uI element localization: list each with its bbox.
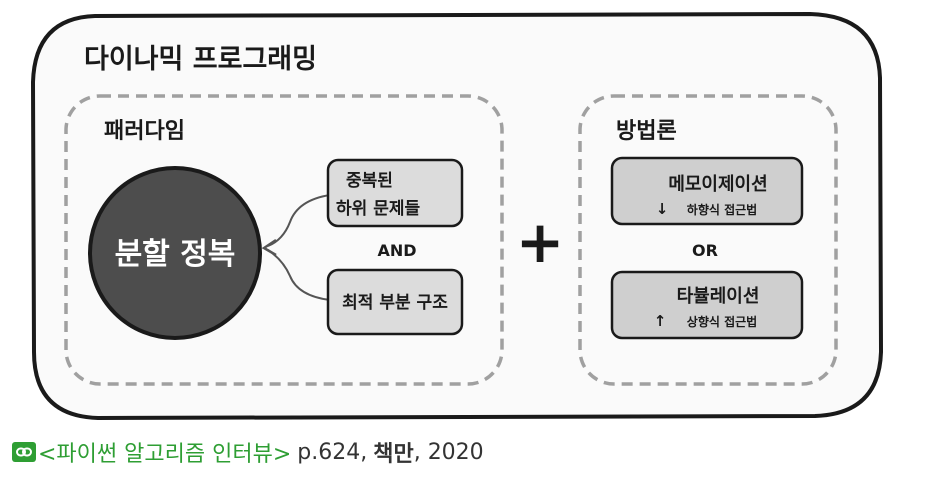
paradigm-heading: 패러다임	[104, 119, 185, 144]
overlapping-subproblems-box	[326, 158, 464, 228]
and-label: AND	[377, 241, 416, 260]
connector-arrowhead	[261, 238, 277, 257]
methodology-panel	[578, 94, 838, 386]
dp-diagram: 다이나믹 프로그래밍 패러다임 분할 정복 중복된 하위 문제들 AND 최적 …	[31, 12, 883, 420]
link-icon[interactable]	[12, 442, 36, 462]
property1-line1: 중복된	[346, 171, 393, 191]
methodology-heading: 방법론	[616, 119, 677, 144]
tabulation-box	[610, 270, 804, 340]
book-title-link[interactable]: <파이썬 알고리즘 인터뷰>	[38, 442, 292, 467]
paradigm-panel	[64, 94, 504, 386]
memoization-box	[610, 156, 804, 226]
optimal-substructure-box	[326, 268, 464, 336]
year: , 2020	[413, 439, 484, 465]
divide-conquer-label: 분할 정복	[115, 237, 236, 272]
property1-line2: 하위 문제들	[336, 199, 420, 219]
connector-to-property2	[267, 249, 331, 301]
tabulation-label: 타뷸레이션	[677, 286, 760, 307]
top-down-label: 하향식 접근법	[687, 202, 757, 217]
publisher: 책만	[373, 442, 414, 467]
plus-sign: +	[516, 208, 565, 276]
down-arrow-icon: ↓	[656, 200, 669, 218]
up-arrow-icon: ↑	[654, 312, 667, 330]
figure-caption: <파이썬 알고리즘 인터뷰> p.624, 책만 , 2020	[12, 436, 484, 468]
property2-label: 최적 부분 구조	[342, 293, 448, 313]
diagram-title: 다이나믹 프로그래밍	[84, 44, 317, 75]
divide-conquer-circle	[88, 166, 262, 340]
or-label: OR	[692, 241, 718, 260]
bottom-up-label: 상향식 접근법	[687, 314, 757, 329]
memoization-label: 메모이제이션	[668, 174, 767, 195]
page-ref: p.624,	[297, 439, 368, 465]
